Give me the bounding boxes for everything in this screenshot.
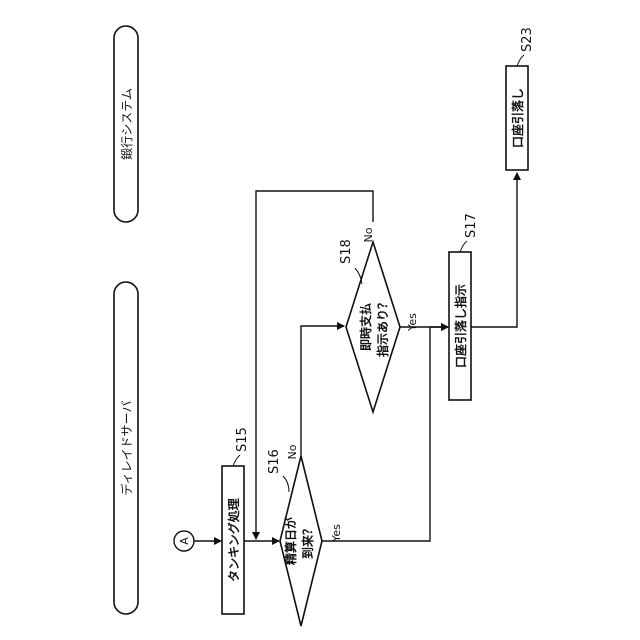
decision-s18-line2: 指示あり？ bbox=[375, 297, 390, 357]
process-s15: タンキング処理 bbox=[222, 466, 244, 614]
step-id-s17: S17 bbox=[464, 213, 479, 238]
connector-a-label: A bbox=[178, 537, 191, 545]
lane-label-bank: 鍛行システム bbox=[120, 88, 134, 160]
process-s15-text: タンキング処理 bbox=[226, 498, 241, 582]
lane-header-delay-server: ディレイドサーバ bbox=[114, 282, 138, 614]
decision-s18-line1: 即時支払 bbox=[358, 303, 373, 351]
connector-a: A bbox=[174, 531, 194, 551]
label-s16-no: No bbox=[286, 444, 299, 459]
lane-header-bank: 鍛行システム bbox=[114, 26, 138, 222]
decision-s16-line1: 精算日が bbox=[283, 517, 298, 565]
label-s16-yes: Yes bbox=[330, 524, 343, 543]
step-id-s23: S23 bbox=[520, 27, 535, 52]
arrow-s18-no-loop bbox=[256, 191, 373, 539]
process-s23: 口座引落し bbox=[506, 66, 528, 170]
s15-leader bbox=[233, 455, 240, 466]
lane-label-delay-server: ディレイドサーバ bbox=[119, 400, 134, 495]
process-s23-text: 口座引落し bbox=[510, 88, 525, 148]
s17-leader bbox=[460, 241, 467, 252]
step-id-s18: S18 bbox=[339, 239, 354, 264]
s16-leader bbox=[283, 476, 289, 492]
label-s18-yes: Yes bbox=[406, 313, 419, 332]
process-s17: 口座引落し指示 bbox=[449, 252, 471, 400]
decision-s16-line2: 到来？ bbox=[300, 523, 315, 559]
arrow-s17-to-s23 bbox=[471, 173, 517, 327]
step-id-s15: S15 bbox=[235, 427, 250, 452]
s23-leader bbox=[517, 55, 524, 66]
decision-s16: 精算日が 到来？ bbox=[280, 456, 322, 626]
step-id-s16: S16 bbox=[267, 449, 282, 474]
decision-s18: 即時支払 指示あり？ bbox=[346, 242, 400, 412]
label-s18-no: No bbox=[362, 227, 375, 242]
process-s17-text: 口座引落し指示 bbox=[453, 284, 468, 368]
arrow-s16-no-to-s18 bbox=[301, 326, 344, 456]
